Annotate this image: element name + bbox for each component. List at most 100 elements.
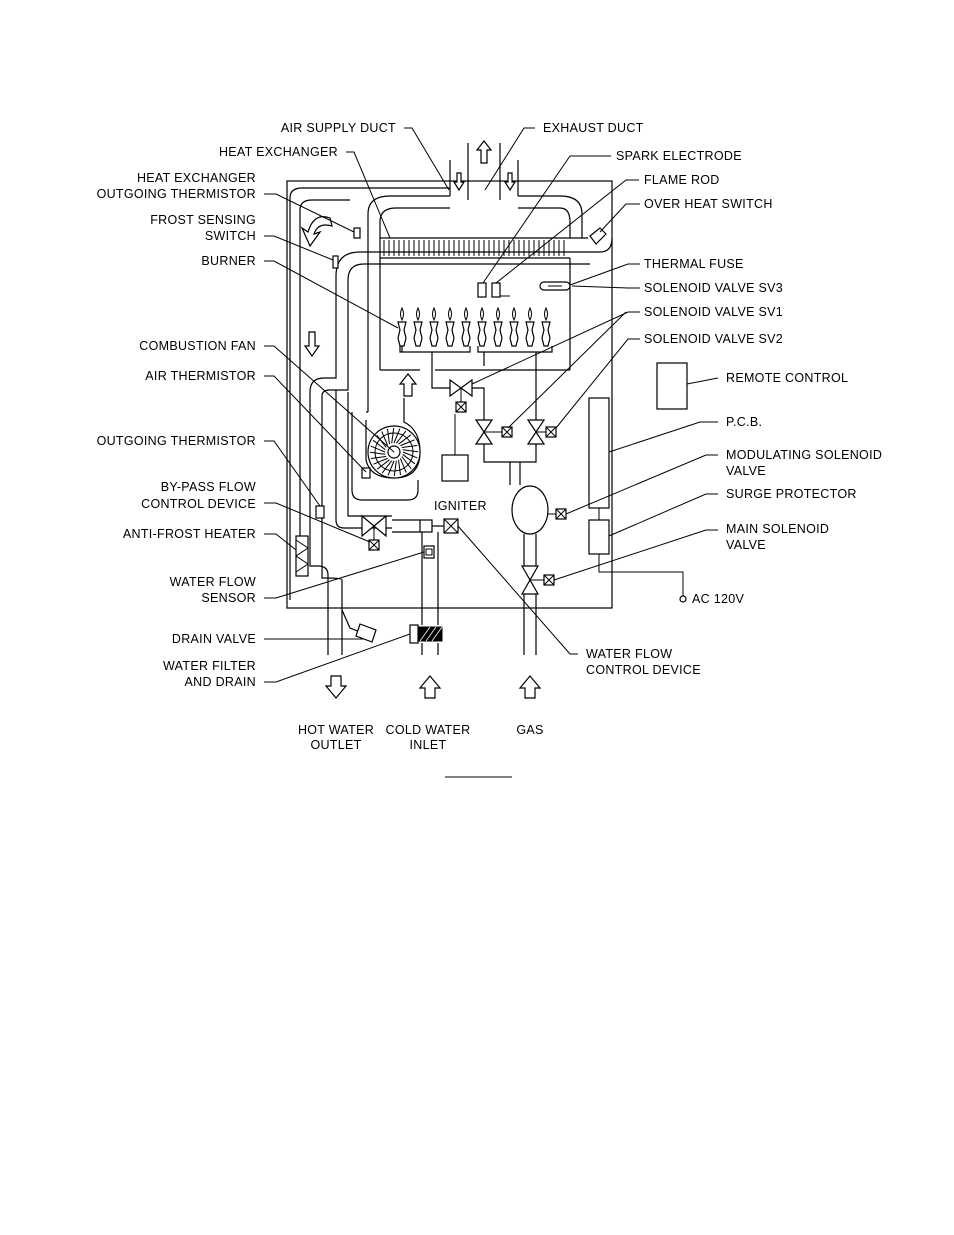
label-air-thermistor: AIR THERMISTOR bbox=[145, 369, 256, 383]
leader-lines bbox=[264, 127, 719, 683]
label-water-flow-sensor-1: WATER FLOW bbox=[170, 575, 256, 589]
label-thermal-fuse: THERMAL FUSE bbox=[644, 257, 744, 271]
label-burner: BURNER bbox=[201, 254, 256, 268]
labels: AIR SUPPLY DUCT EXHAUST DUCT HEAT EXCHAN… bbox=[97, 121, 882, 752]
label-heat-exchanger: HEAT EXCHANGER bbox=[219, 145, 338, 159]
power-line bbox=[598, 554, 684, 596]
bypass-flow-control-device bbox=[361, 514, 387, 551]
label-ac-120v: AC 120V bbox=[692, 592, 744, 606]
label-cold-water-inlet-1: COLD WATER bbox=[386, 723, 471, 737]
thermal-fuse bbox=[539, 281, 571, 291]
remote-control bbox=[656, 362, 688, 410]
water-flow-control-device bbox=[392, 518, 459, 534]
flame-rod bbox=[491, 282, 501, 298]
fan-blade bbox=[400, 439, 415, 447]
label-bypass-flow-control-2: CONTROL DEVICE bbox=[141, 497, 256, 511]
drain-valve bbox=[341, 609, 377, 643]
outgoing-thermistor bbox=[315, 505, 325, 519]
label-water-filter-drain-2: AND DRAIN bbox=[185, 675, 256, 689]
label-surge-protector: SURGE PROTECTOR bbox=[726, 487, 857, 501]
label-combustion-fan: COMBUSTION FAN bbox=[139, 339, 256, 353]
gas-manifold bbox=[431, 366, 537, 485]
anti-frost-heater bbox=[295, 535, 309, 577]
hx-outgoing-thermistor bbox=[353, 227, 361, 239]
label-flame-rod: FLAME ROD bbox=[644, 173, 720, 187]
fan-blade bbox=[381, 460, 393, 474]
surge-protector bbox=[588, 519, 610, 555]
label-frost-sensing-switch-2: SWITCH bbox=[205, 229, 256, 243]
label-anti-frost-heater: ANTI-FROST HEATER bbox=[123, 527, 256, 541]
fan-blade bbox=[376, 459, 390, 470]
label-solenoid-valve-sv3: SOLENOID VALVE SV3 bbox=[644, 281, 783, 295]
burner bbox=[397, 306, 553, 366]
label-gas: GAS bbox=[516, 723, 543, 737]
label-cold-water-inlet-2: INLET bbox=[410, 738, 447, 752]
label-spark-electrode: SPARK ELECTRODE bbox=[616, 149, 742, 163]
ac-terminal bbox=[679, 595, 687, 603]
fan-blade bbox=[401, 456, 412, 470]
label-exhaust-duct: EXHAUST DUCT bbox=[543, 121, 644, 135]
pcb bbox=[588, 397, 610, 509]
label-main-solenoid-valve-1: MAIN SOLENOID bbox=[726, 522, 829, 536]
outer-water-loop bbox=[289, 187, 450, 600]
fan-blade bbox=[402, 451, 418, 459]
fan-blade bbox=[372, 439, 386, 451]
solenoid-valve-sv2 bbox=[526, 419, 557, 445]
main-solenoid-valve bbox=[520, 565, 555, 595]
fan-blade bbox=[387, 460, 395, 476]
spark-electrode bbox=[477, 282, 487, 298]
label-water-flow-control-2: CONTROL DEVICE bbox=[586, 663, 701, 677]
heat-exchanger bbox=[367, 195, 588, 412]
flow-arrow-down-left bbox=[303, 331, 321, 358]
label-water-filter-drain-1: WATER FILTER bbox=[163, 659, 256, 673]
label-drain-valve: DRAIN VALVE bbox=[172, 632, 256, 646]
frost-sensing-switch bbox=[332, 255, 339, 269]
label-air-supply-duct: AIR SUPPLY DUCT bbox=[281, 121, 396, 135]
label-water-flow-sensor-2: SENSOR bbox=[201, 591, 256, 605]
fan-blade bbox=[369, 451, 386, 455]
label-frost-sensing-switch-1: FROST SENSING bbox=[150, 213, 256, 227]
air-thermistor bbox=[361, 467, 371, 479]
fan-blade bbox=[370, 456, 387, 459]
modulating-solenoid-valve bbox=[511, 485, 567, 535]
fan-blade bbox=[391, 427, 395, 444]
flow-arrow-up-fan bbox=[398, 373, 418, 397]
label-water-flow-control-1: WATER FLOW bbox=[586, 647, 672, 661]
arrow-cold-water-inlet bbox=[418, 675, 442, 699]
water-filter bbox=[409, 624, 443, 655]
label-igniter: IGNITER bbox=[434, 499, 487, 513]
fan-blade bbox=[399, 458, 407, 473]
label-solenoid-valve-sv2: SOLENOID VALVE SV2 bbox=[644, 332, 783, 346]
label-hot-water-outlet-2: OUTLET bbox=[310, 738, 361, 752]
fan-blade bbox=[402, 449, 419, 453]
label-bypass-flow-control-1: BY-PASS FLOW bbox=[161, 480, 256, 494]
label-remote-control: REMOTE CONTROL bbox=[726, 371, 848, 385]
water-flow-sensor bbox=[421, 532, 439, 625]
fan-blade bbox=[398, 434, 412, 445]
fan-blade bbox=[395, 430, 407, 444]
hot-water-pipe bbox=[309, 237, 613, 655]
fan-blade bbox=[373, 457, 388, 465]
air-supply-duct bbox=[449, 143, 519, 200]
gas-pipe bbox=[523, 534, 537, 655]
flow-arrow-curved bbox=[300, 216, 333, 248]
fan-blade bbox=[381, 431, 389, 446]
label-hot-water-outlet-1: HOT WATER bbox=[298, 723, 374, 737]
label-modulating-solenoid-valve-1: MODULATING SOLENOID bbox=[726, 448, 882, 462]
solenoid-valve-sv3 bbox=[449, 378, 473, 413]
fan-blade bbox=[398, 459, 401, 476]
label-hx-outgoing-thermistor-1: HEAT EXCHANGER bbox=[137, 171, 256, 185]
fan-blade bbox=[393, 460, 397, 477]
label-modulating-solenoid-valve-2: VALVE bbox=[726, 464, 766, 478]
solenoid-valve-sv1 bbox=[474, 419, 513, 445]
label-outgoing-thermistor: OUTGOING THERMISTOR bbox=[97, 434, 256, 448]
duct-arrow-supply-left bbox=[452, 172, 466, 192]
over-heat-switch bbox=[589, 227, 607, 245]
fan-blade bbox=[402, 453, 416, 465]
duct-arrow-supply-right bbox=[503, 172, 517, 192]
fan-blade bbox=[393, 428, 401, 444]
igniter bbox=[441, 454, 469, 482]
arrow-gas-inlet bbox=[518, 675, 542, 699]
duct-arrow-exhaust-up bbox=[475, 140, 493, 164]
